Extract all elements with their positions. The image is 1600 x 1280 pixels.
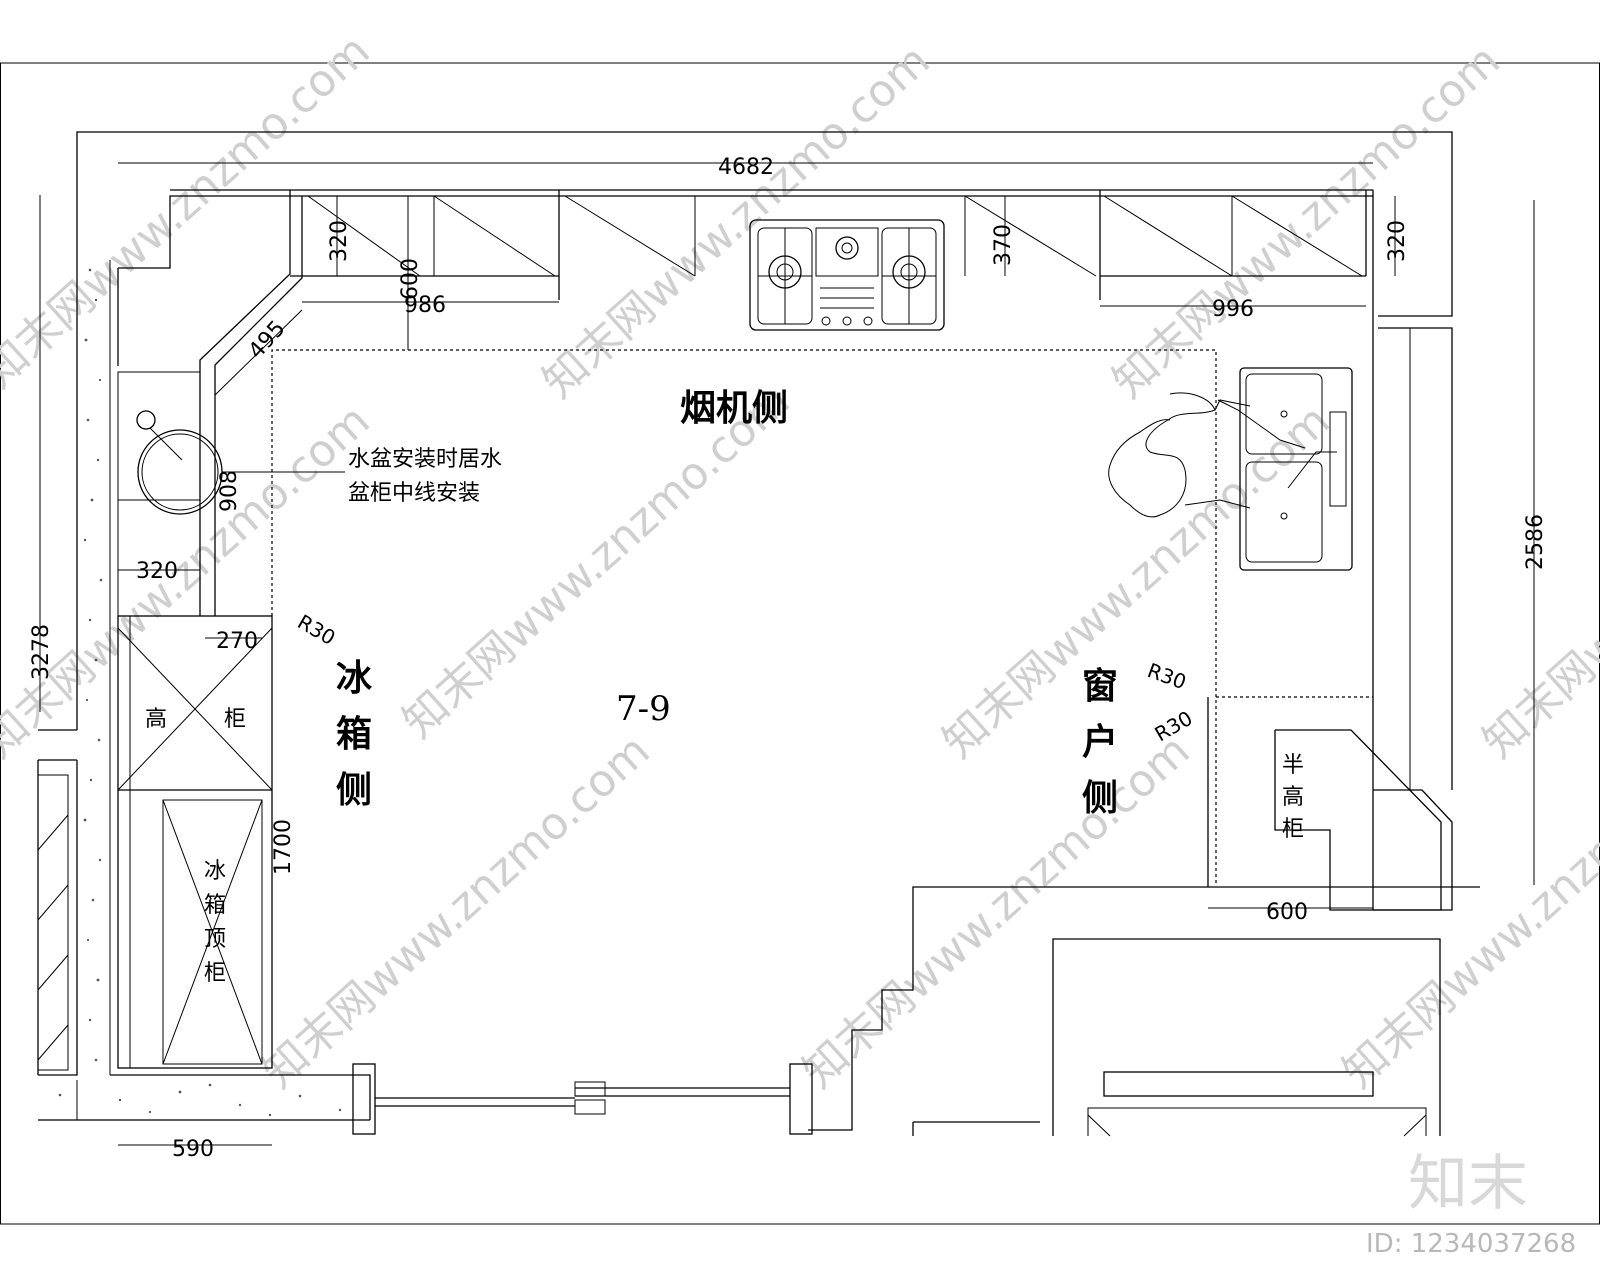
- watermark-text: 知末网www.znzmo.com: [0, 395, 380, 768]
- fridge-top-label-4: 柜: [204, 961, 226, 986]
- tall-cabinet-label-2: 柜: [224, 707, 246, 732]
- dimension-lines: [39, 162, 1535, 1146]
- watermark-text: 知末网www.znzmo.com: [1103, 35, 1509, 408]
- sink-note-line-2: 盆柜中线安装: [348, 481, 480, 506]
- dim-radius-b: R30: [1144, 658, 1189, 694]
- half-tall-label-1: 半: [1282, 753, 1304, 778]
- wall-hatch: [58, 260, 342, 1120]
- dim-run-right: 996: [1212, 297, 1254, 322]
- dim-bottom-width: 590: [172, 1137, 214, 1162]
- fridge-side-label-2: 箱: [336, 713, 372, 755]
- watermark-text: 知末网www.znzmo.com: [253, 725, 659, 1098]
- watermark-text: 知末网www.znzmo.com: [933, 395, 1339, 768]
- fridge-side-label-3: 侧: [336, 769, 372, 811]
- dim-diagonal: 495: [244, 316, 291, 364]
- dim-right-counter: 600: [1266, 900, 1308, 925]
- watermark-id: ID: 1234037268: [1366, 1229, 1576, 1259]
- dim-left-depth: 320: [136, 559, 178, 584]
- watermark-layer: 知末网www.znzmo.com 知末网www.znzmo.com 知末网www…: [0, 25, 1600, 1098]
- right-cabinets: [1207, 190, 1453, 911]
- tall-cabinets: [117, 615, 273, 1069]
- sliding-door: [352, 1063, 813, 1135]
- walls: [37, 131, 1480, 1137]
- room-label: 7-9: [616, 689, 671, 729]
- dim-tall-depth: 270: [216, 629, 258, 654]
- upper-cabinets: [117, 189, 1373, 616]
- dim-left-height: 3278: [29, 624, 54, 680]
- half-tall-label-3: 柜: [1282, 817, 1304, 842]
- window-side-label-3: 侧: [1082, 777, 1118, 819]
- double-sink: [1108, 367, 1353, 571]
- counter-edge: [271, 349, 1217, 885]
- half-tall-label-2: 高: [1282, 785, 1304, 810]
- dim-total-width: 4682: [718, 155, 774, 180]
- sink-note-line-1: 水盆安装时居水: [348, 447, 502, 472]
- watermark-text: 知末网www.znzmo.com: [793, 725, 1199, 1098]
- dim-sink-cab: 908: [217, 470, 242, 512]
- tall-cabinet-label-1: 高: [145, 707, 167, 732]
- gas-stove: [749, 219, 945, 331]
- dim-radius-a: R30: [294, 610, 340, 650]
- window-side-label-1: 窗: [1082, 665, 1118, 707]
- fridge-top-label-2: 箱: [204, 893, 226, 918]
- watermark-logo: 知末: [1408, 1149, 1528, 1219]
- watermark-text: 知末网www.znzmo.com: [0, 25, 380, 398]
- dim-top-depth-mid: 370: [991, 224, 1016, 266]
- dim-top-depth-left: 320: [327, 220, 352, 262]
- watermark-text: 知末网www.znzmo.com: [1473, 395, 1600, 768]
- dim-right-height: 2586: [1523, 514, 1548, 570]
- fridge-side-label-1: 冰: [336, 657, 373, 699]
- watermark-text: 知末网www.znzmo.com: [393, 375, 799, 748]
- fridge-top-label-1: 冰: [204, 859, 226, 884]
- hood-side-label: 烟机侧: [680, 387, 788, 429]
- watermark-text: 知末网www.znzmo.com: [533, 35, 939, 408]
- dim-fridge-height: 1700: [271, 819, 296, 875]
- dim-top-depth-right: 320: [1385, 220, 1410, 262]
- window-side-label-2: 户: [1082, 721, 1118, 763]
- fridge-top-label-3: 顶: [204, 927, 226, 952]
- dim-run-left: 986: [404, 293, 446, 318]
- dim-counter-depth: 600: [398, 258, 423, 300]
